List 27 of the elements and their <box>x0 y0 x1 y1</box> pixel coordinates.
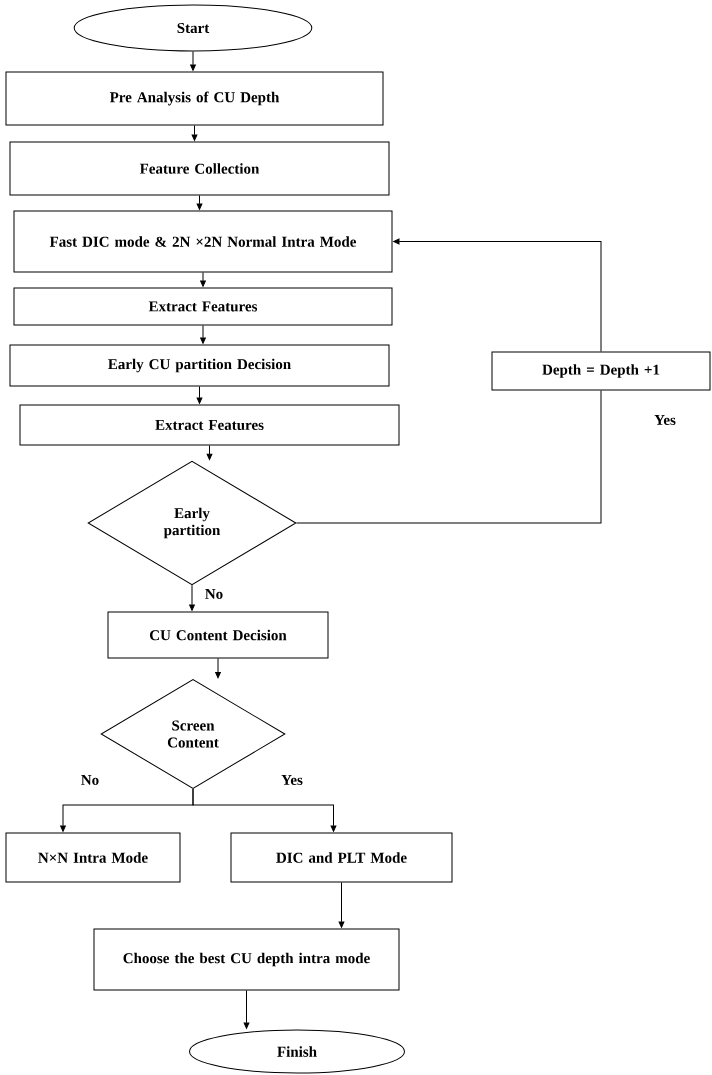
arrow <box>190 51 196 71</box>
edge-label: No <box>79 774 101 786</box>
edge-label: Yes <box>653 414 677 426</box>
arrow <box>189 584 195 611</box>
process-box: Pre Analysis of CU Depth <box>5 71 384 126</box>
process-box: CU Content Decision <box>107 611 329 659</box>
arrow <box>243 990 250 1029</box>
edge-label: No <box>203 588 225 600</box>
process-box: Fast DIC mode & 2N ×2N Normal Intra Mode <box>13 210 393 273</box>
process-box: DIC and PLT Mode <box>230 832 453 883</box>
process-box: Depth = Depth +1 <box>491 351 711 391</box>
process-box: Early CU partition Decision <box>9 344 390 387</box>
arrow <box>215 658 221 679</box>
process-box: Extract Features <box>19 404 400 446</box>
process-box: N×N Intra Mode <box>5 832 181 883</box>
arrow <box>191 125 198 141</box>
arrow <box>206 445 213 460</box>
arrow <box>393 238 602 352</box>
process-box: Feature Collection <box>9 141 390 196</box>
arrow <box>196 195 203 210</box>
arrow <box>338 882 345 928</box>
arrow <box>196 386 203 404</box>
arrow <box>192 788 337 832</box>
process-box: Extract Features <box>13 287 393 326</box>
arrow <box>200 272 206 287</box>
arrow <box>200 325 206 344</box>
process-box: Choose the best CU depth intra mode <box>93 928 400 991</box>
